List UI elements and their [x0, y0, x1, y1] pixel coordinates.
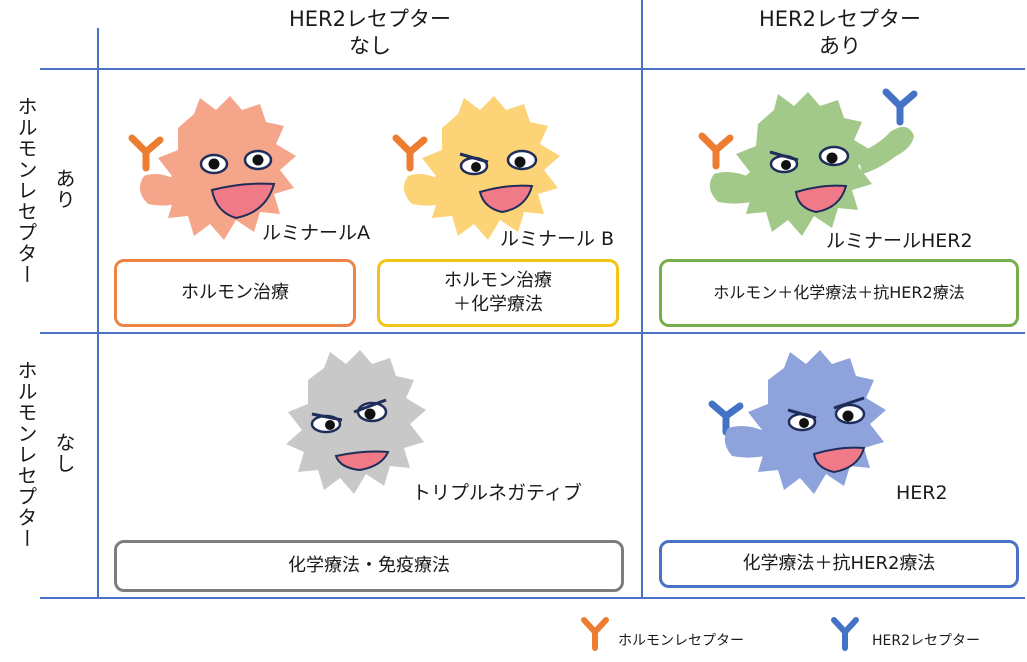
pupil-left — [799, 418, 809, 428]
eyebrow-left — [787, 408, 817, 420]
therapy-text: ホルモン治療 — [181, 282, 289, 303]
therapy-text: ホルモン治療 ＋化学療法 — [444, 270, 552, 315]
eyebrow-left — [311, 412, 343, 422]
cell-arm-right — [858, 126, 914, 174]
pupil-right — [842, 410, 854, 422]
grid-line-top — [40, 68, 1025, 70]
cancer-cell-luminal-b — [392, 96, 560, 240]
legend-her2-receptor-label: HER2レセプター — [872, 633, 981, 649]
therapy-box-luminal-her2: ホルモン＋化学療法＋抗HER2療法 — [659, 259, 1019, 327]
cancer-cell-triple-negative — [286, 350, 426, 494]
legend-hormone-receptor-icon — [581, 617, 609, 651]
therapy-text: 化学療法・免疫療法 — [288, 555, 450, 576]
cell-label-luminal-her2: ルミナールHER2 — [826, 230, 973, 252]
grid-line-left — [97, 28, 99, 599]
mouth — [478, 184, 534, 214]
cell-body — [734, 92, 874, 236]
cell-label-luminal-b: ルミナール B — [500, 228, 615, 250]
column-header-line1: HER2レセプター — [758, 7, 921, 31]
eyebrow-right — [353, 398, 387, 414]
legend-her2-receptor-icon — [831, 617, 859, 651]
pupil-right — [514, 156, 526, 168]
hormone-receptor-icon — [698, 132, 734, 170]
therapy-box-luminal-b: ホルモン治療 ＋化学療法 — [377, 259, 619, 327]
hormone-receptor-icon — [392, 134, 428, 172]
therapy-box-triple-negative: 化学療法・免疫療法 — [114, 540, 624, 592]
column-header-line1: HER2レセプター — [288, 7, 451, 31]
column-header-her2-positive: HER2レセプター あり — [690, 6, 990, 60]
cell-label-triple-negative: トリプルネガティブ — [412, 482, 582, 504]
legend-hormone-receptor-label: ホルモンレセプター — [618, 633, 744, 649]
pupil-left — [781, 160, 791, 170]
row-header-hr-positive-status: あり — [52, 168, 76, 210]
cancer-cell-luminal-a — [128, 96, 296, 240]
cell-body — [286, 350, 426, 494]
pupil-left — [325, 420, 335, 430]
column-header-line2: あり — [819, 34, 861, 58]
pupil-right — [252, 154, 264, 166]
cancer-cell-luminal-her2 — [698, 88, 918, 236]
row-header-hr-positive-title: ホルモンレセプター — [14, 96, 38, 285]
cell-label-luminal-a: ルミナールA — [262, 222, 370, 244]
cell-label-her2: HER2 — [896, 482, 948, 504]
pupil-right — [364, 408, 376, 420]
row-header-hr-negative-status: なし — [52, 432, 76, 474]
therapy-box-luminal-a: ホルモン治療 — [114, 259, 356, 327]
therapy-text: ホルモン＋化学療法＋抗HER2療法 — [713, 283, 965, 302]
pupil-left — [208, 158, 220, 170]
mouth — [812, 446, 866, 474]
eyebrow-left — [769, 150, 799, 162]
eyebrow-right — [833, 396, 865, 410]
her2-receptor-icon — [708, 400, 744, 436]
grid-line-middle — [40, 332, 1025, 334]
therapy-box-her2: 化学療法＋抗HER2療法 — [659, 540, 1019, 588]
cancer-cell-her2 — [708, 350, 886, 494]
mouth — [334, 450, 390, 472]
her2-receptor-icon — [882, 88, 918, 126]
hormone-receptor-icon — [128, 134, 164, 172]
therapy-text: 化学療法＋抗HER2療法 — [742, 553, 936, 574]
eyebrow-left — [459, 152, 489, 164]
grid-line-center — [641, 0, 643, 599]
mouth — [794, 184, 848, 214]
row-header-hr-negative-title: ホルモンレセプター — [14, 360, 38, 549]
column-header-her2-negative: HER2レセプター なし — [200, 6, 540, 60]
column-header-line2: なし — [349, 34, 391, 58]
grid-line-bottom — [40, 597, 1025, 599]
mouth — [210, 182, 276, 220]
pupil-right — [826, 152, 838, 164]
pupil-left — [471, 162, 481, 172]
cell-body — [420, 96, 560, 240]
